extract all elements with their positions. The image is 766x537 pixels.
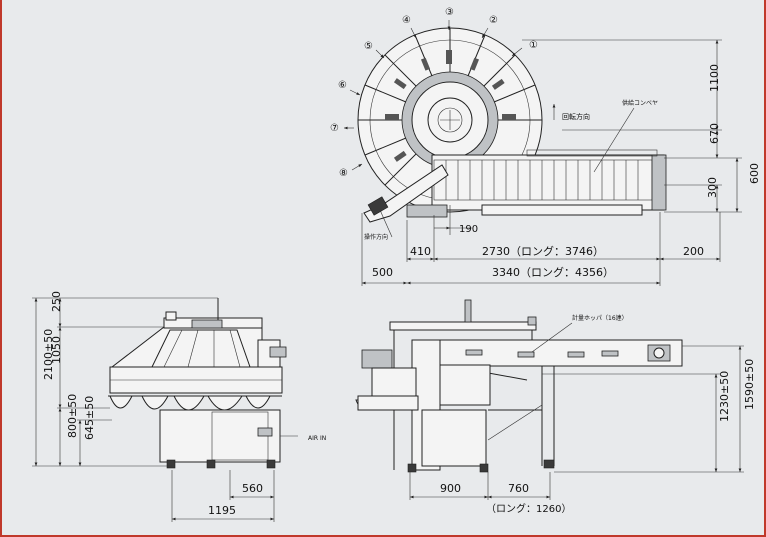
dim-900: 900 xyxy=(440,482,461,495)
station-3-label: ③ xyxy=(445,7,454,18)
station-1-label: ① xyxy=(529,40,538,51)
dim-670: 670 xyxy=(708,123,721,144)
station-6-label: ⑥ xyxy=(338,80,347,91)
dim-250: 250 xyxy=(50,291,63,312)
dim-1100: 1100 xyxy=(708,64,721,92)
dim-3340: 3340（ロング：4356） xyxy=(492,265,614,279)
air-in-label: AIR IN xyxy=(308,435,326,442)
side-dimensions-vertical: 250 1050 2100±50 800±50 645±50 xyxy=(32,291,218,467)
dim-800: 800±50 xyxy=(66,394,79,438)
station-7-label: ⑦ xyxy=(330,123,339,134)
supply-conveyor-label: 供給コンベヤ xyxy=(622,99,658,107)
dim-190: 190 xyxy=(459,224,478,235)
plan-dimensions-horizontal: 190 410 2730（ロング：3746） 200 500 3340（ロング：… xyxy=(361,205,721,286)
hopper-label: 計量ホッパ（16連） xyxy=(572,314,628,322)
supply-conveyor-plan xyxy=(431,149,667,216)
operation-direction-label: 操作方向 xyxy=(364,233,388,241)
dim-560: 560 xyxy=(242,482,263,495)
base-cabinet xyxy=(159,409,298,469)
plan-dimensions-vertical: 1100 670 600 300 xyxy=(522,39,761,213)
dim-200: 200 xyxy=(683,245,704,258)
station-5-label: ⑤ xyxy=(364,41,373,52)
dim-1230: 1230±50 xyxy=(718,371,731,422)
dim-1590: 1590±50 xyxy=(743,359,756,410)
dim-500: 500 xyxy=(372,266,393,279)
station-4-label: ④ xyxy=(402,15,411,26)
rotary-table xyxy=(357,27,543,213)
front-dimensions-vertical: 1590±50 1230±50 xyxy=(542,345,756,473)
hopper-row xyxy=(108,366,283,411)
station-8-label: ⑧ xyxy=(339,168,348,179)
dim-645: 645±50 xyxy=(83,396,96,440)
dim-600: 600 xyxy=(748,163,761,184)
dim-1260: （ロング：1260） xyxy=(486,502,571,515)
supply-conveyor-front xyxy=(421,339,683,381)
side-view: AIR IN 250 1050 2100±50 800±50 645±50 xyxy=(32,291,326,522)
plan-view: ① ② ③ ④ ⑤ ⑥ ⑦ ⑧ 回転方向 供給コンベヤ 操作方向 xyxy=(330,7,761,286)
dim-2730: 2730（ロング：3746） xyxy=(482,244,604,258)
dim-1050: 1050 xyxy=(50,336,63,364)
dim-1195: 1195 xyxy=(208,504,236,517)
main-body xyxy=(355,339,555,473)
dim-300: 300 xyxy=(706,177,719,198)
dim-2100: 2100±50 xyxy=(42,329,55,380)
front-dimensions-horizontal: 900 760 （ロング：1260） xyxy=(409,472,571,515)
station-2-label: ② xyxy=(489,15,498,26)
front-view: 計量ホッパ（16連） 1590±50 1230±50 900 760 （ロング：… xyxy=(355,299,756,515)
rotation-direction-label: 回転方向 xyxy=(562,112,590,121)
canopy xyxy=(110,298,287,371)
discharge-chute xyxy=(363,164,449,223)
side-dimensions-horizontal: 560 1195 xyxy=(171,470,275,522)
station-markers: ① ② ③ ④ ⑤ ⑥ ⑦ ⑧ xyxy=(330,7,538,179)
dim-760: 760 xyxy=(508,482,529,495)
dim-410: 410 xyxy=(410,245,431,258)
